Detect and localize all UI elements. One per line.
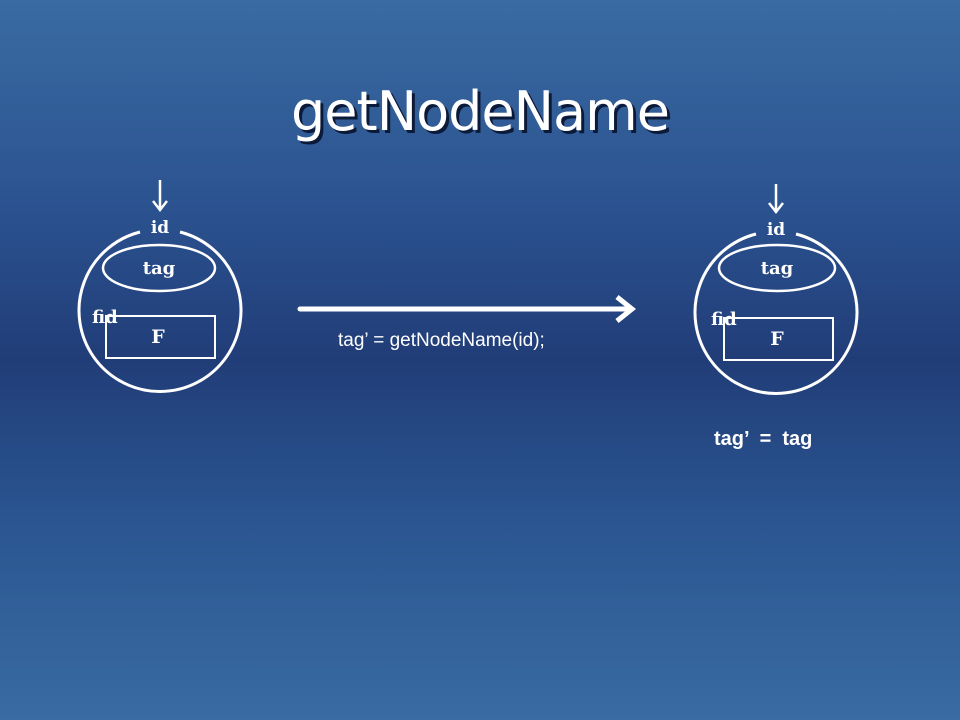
field-f-label: F: [151, 326, 165, 348]
field-box: [105, 315, 216, 359]
tag-ellipse: [717, 243, 837, 293]
node-left: id tag fid F: [77, 180, 243, 393]
operation-caption: tag’ = getNodeName(id);: [338, 330, 545, 351]
down-arrow-icon: [152, 180, 168, 213]
node-right: id tag fid F: [693, 184, 859, 395]
tag-label: tag: [143, 258, 176, 279]
field-f-label: F: [770, 328, 784, 350]
down-arrow-icon: [768, 184, 784, 215]
node-id-label: id: [151, 218, 169, 238]
slide-title: getNodeName: [291, 80, 670, 143]
node-circle: [77, 230, 243, 393]
field-box: [723, 317, 834, 361]
tag-label: tag: [761, 258, 794, 279]
node-id-label: id: [767, 220, 785, 240]
transition-arrow-icon: [297, 295, 637, 323]
node-circle: [693, 232, 859, 395]
result-equation: tag’ = tag: [714, 428, 813, 450]
tag-ellipse: [101, 243, 217, 293]
